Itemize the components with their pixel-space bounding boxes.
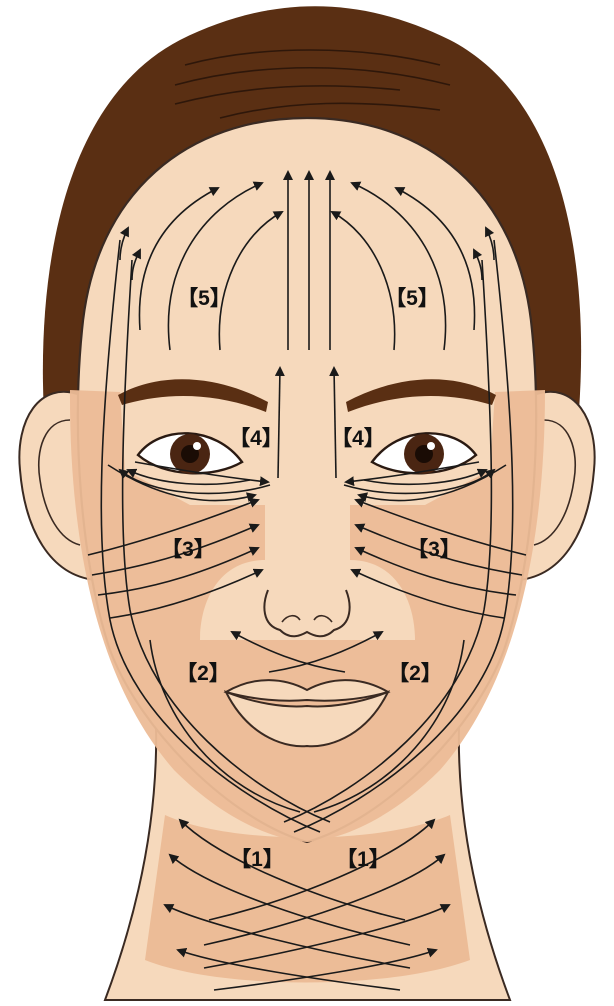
label-zone-5-left: 【5】 <box>177 287 231 310</box>
label-zone-4-left: 【4】 <box>229 427 283 450</box>
label-zone-2-left: 【2】 <box>176 662 230 685</box>
label-zone-4-right: 【4】 <box>331 427 385 450</box>
label-zone-2-right: 【2】 <box>388 662 442 685</box>
label-zone-3-right: 【3】 <box>407 538 461 561</box>
label-zone-1-right: 【1】 <box>336 848 390 871</box>
label-zone-5-right: 【5】 <box>385 287 439 310</box>
label-zone-1-left: 【1】 <box>230 848 284 871</box>
label-zone-3-left: 【3】 <box>161 538 215 561</box>
